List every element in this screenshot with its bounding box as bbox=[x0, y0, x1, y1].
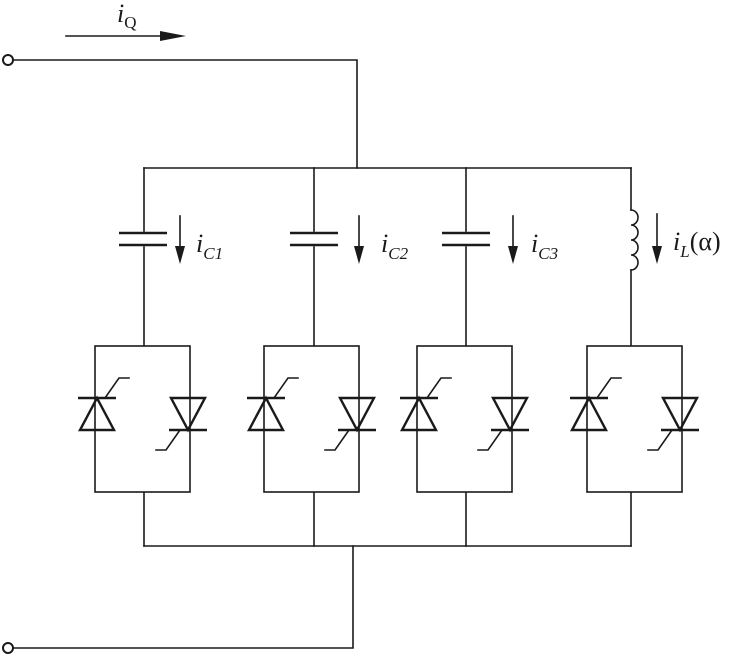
bottom-terminal bbox=[2, 642, 14, 654]
label-il: iL(α) bbox=[673, 227, 721, 261]
branch-c1 bbox=[119, 167, 185, 547]
thyristor-up-icon bbox=[247, 377, 299, 432]
thyristor-up-icon bbox=[570, 377, 622, 432]
thyristor-up-icon bbox=[400, 377, 452, 432]
top-terminal bbox=[2, 54, 14, 66]
label-ic3: iC3 bbox=[531, 229, 558, 263]
thyristor-valve-l bbox=[570, 345, 699, 493]
label-ic2: iC2 bbox=[381, 229, 409, 263]
thyristor-valves bbox=[78, 345, 699, 493]
bottom-feed-wire bbox=[12, 545, 354, 649]
thyristor-down-icon bbox=[155, 396, 207, 451]
thyristor-down-icon bbox=[324, 396, 376, 451]
thyristor-down-icon bbox=[647, 396, 699, 451]
thyristor-up-icon bbox=[78, 377, 130, 432]
branch-c3 bbox=[442, 167, 518, 547]
branch-l bbox=[630, 167, 662, 547]
thyristor-valve-c3 bbox=[400, 345, 529, 493]
inductor-l bbox=[630, 209, 639, 271]
top-feed-wire bbox=[12, 59, 358, 169]
thyristor-down-icon bbox=[477, 396, 529, 451]
label-ic1: iC1 bbox=[196, 229, 223, 263]
input-current-arrow bbox=[65, 31, 186, 41]
input-current-label: iQ bbox=[117, 0, 137, 32]
branch-c2 bbox=[290, 167, 364, 547]
thyristor-valve-c1 bbox=[78, 345, 207, 493]
thyristor-valve-c2 bbox=[247, 345, 376, 493]
